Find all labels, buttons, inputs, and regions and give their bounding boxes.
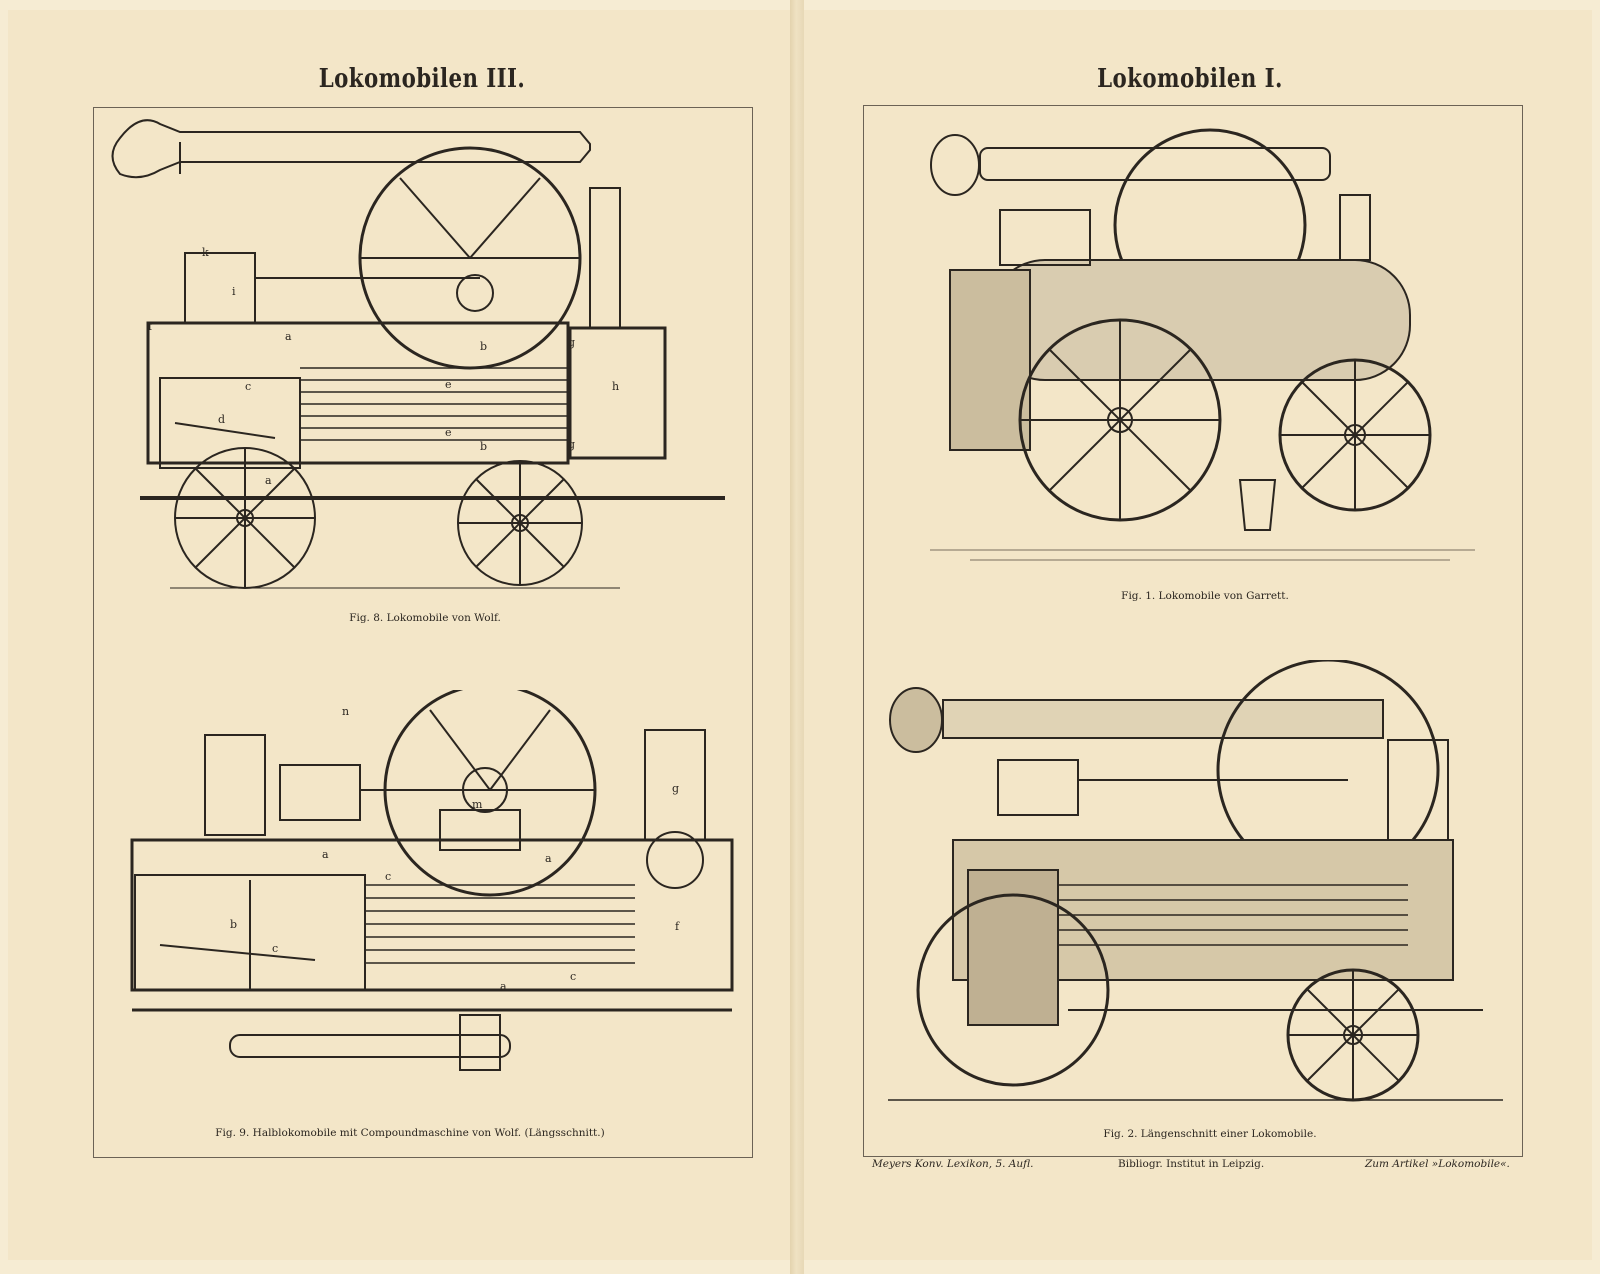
fig8-label: g: [568, 438, 575, 451]
fig8-label: d: [218, 413, 225, 426]
fig9-label: f: [675, 920, 680, 933]
fig8-label: b: [480, 340, 487, 353]
fig8-label: c: [245, 380, 251, 393]
right-page: [800, 10, 1592, 1260]
fig8-label: i: [232, 285, 236, 298]
footer-article-ref: Zum Artikel »Lokomobile«.: [1365, 1158, 1510, 1170]
fig9-label: n: [342, 705, 349, 718]
fig9-label: a: [500, 980, 507, 993]
right-page-title: Lokomobilen I.: [1097, 64, 1283, 94]
fig8-label: h: [612, 380, 619, 393]
book-gutter: [790, 0, 804, 1274]
fig2-longitudinal-section-drawing: [888, 660, 1503, 1102]
fig1-garrett-locomobile-drawing: [930, 128, 1475, 561]
fig9-label: c: [570, 970, 576, 983]
fig8-label: a: [265, 474, 272, 487]
fig8-label: b: [480, 440, 487, 453]
fig9-half-locomobile-drawing: n m a a c b c a c g f: [130, 690, 734, 1071]
fig9-label: b: [230, 918, 237, 931]
fig9-label: a: [322, 848, 329, 861]
left-page: [8, 10, 792, 1260]
right-plate-frame: [863, 105, 1523, 1157]
fig9-label: c: [272, 942, 278, 955]
left-plate-frame: [93, 107, 753, 1158]
footer-publication: Meyers Konv. Lexikon, 5. Aufl.: [872, 1158, 1034, 1170]
fig9-label: a: [545, 852, 552, 865]
fig9-label: c: [385, 870, 391, 883]
fig8-locomobile-drawing: k i f a b c e d e b a g g h: [111, 119, 725, 589]
fig8-label: g: [568, 336, 575, 349]
fig8-label: f: [148, 320, 153, 333]
fig9-label: m: [472, 798, 483, 811]
fig1-caption: Fig. 1. Lokomobile von Garrett.: [1121, 590, 1289, 602]
fig9-label: g: [672, 782, 679, 795]
footer-publisher: Bibliogr. Institut in Leipzig.: [1118, 1158, 1265, 1170]
left-page-title: Lokomobilen III.: [318, 64, 526, 94]
fig8-label: k: [202, 246, 209, 259]
fig8-caption: Fig. 8. Lokomobile von Wolf.: [349, 612, 501, 624]
fig8-label: e: [445, 426, 452, 439]
fig2-caption: Fig. 2. Längenschnitt einer Lokomobile.: [1103, 1128, 1317, 1140]
fig8-label: a: [285, 330, 292, 343]
fig8-label: e: [445, 378, 452, 391]
fig9-caption: Fig. 9. Halblokomobile mit Compoundmasch…: [215, 1127, 605, 1139]
